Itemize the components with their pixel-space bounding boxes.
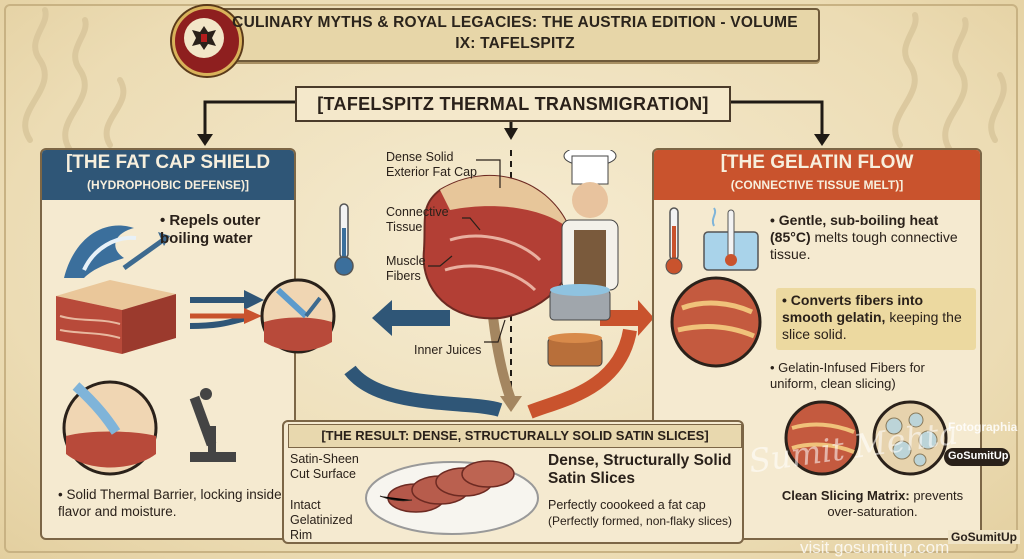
gelatin-bullet-converts-rest: keeping the slice solid. xyxy=(782,309,962,342)
gelatin-bullet-converts: • Converts fibers into smooth gelatin, k… xyxy=(782,292,974,343)
result-line-1: Perfectly coookeed a fat cap xyxy=(548,498,706,512)
watermark-url: visit gosumitup.com xyxy=(800,538,950,557)
center-illustration xyxy=(344,150,654,419)
magnified-fibers-icon xyxy=(670,276,762,368)
gelatin-matrix-rest: prevents over-saturation. xyxy=(827,488,964,519)
sliced-beef-plate-icon xyxy=(365,460,539,535)
wave-icon xyxy=(64,225,170,278)
gelatin-highlight-box xyxy=(776,288,976,350)
fat-cap-title: [THE FAT CAP SHIELD xyxy=(65,152,271,173)
gelatin-bullet-heat-bold: • Gentle, sub-boiling heat (85°C) xyxy=(770,212,939,245)
fat-cap-bullet-barrier: • Solid Thermal Barrier, locking inside … xyxy=(58,487,282,519)
label-muscle-fibers: Muscle Fibers xyxy=(386,254,426,283)
result-line-2: (Perfectly formed, non-flaky slices) xyxy=(548,514,733,528)
gelatin-matrix-bold: Clean Slicing Matrix: xyxy=(781,488,910,503)
thermometer-icon xyxy=(334,203,354,276)
label-satin-sheen: Satin-Sheen Cut Surface xyxy=(290,452,359,481)
section-header: [TAFELSPITZ THERMAL TRANSMIGRATION] xyxy=(295,86,731,122)
label-inner-juices: Inner Juices xyxy=(414,343,482,357)
slicing-matrix-icon xyxy=(784,400,948,476)
eagle-emblem-icon xyxy=(192,26,216,50)
watermark-brand-badge xyxy=(944,448,1010,466)
gelatin-matrix: Clean Slicing Matrix: prevents over-satu… xyxy=(770,488,975,520)
label-fat-cap: Dense Solid Exterior Fat Cap xyxy=(386,150,478,179)
fat-cap-bullet-repels: • Repels outer boiling water xyxy=(160,212,261,247)
gelatin-flow-subtitle: (CONNECTIVE TISSUE MELT)] xyxy=(730,178,904,192)
gelatin-bullet-heat: • Gentle, sub-boiling heat (85°C) melts … xyxy=(770,212,975,263)
page-border xyxy=(4,4,1018,553)
meat-block-icon xyxy=(56,280,264,354)
gelatin-flow-panel-header xyxy=(654,150,980,200)
watermark-brand-badge-text: GoSumitUp xyxy=(948,450,1009,462)
gelatin-bullet-heat-rest: melts tough connective tissue. xyxy=(770,229,958,262)
fat-cap-panel-header xyxy=(42,150,294,200)
gelatin-bullet-converts-bold: • Converts fibers into smooth gelatin, xyxy=(782,292,924,325)
result-heading: Dense, Structurally Solid Satin Slices xyxy=(548,452,732,487)
gelatin-bullet-fibers: • Gelatin-Infused Fibers for uniform, cl… xyxy=(770,360,925,391)
gelatin-flow-title: [THE GELATIN FLOW xyxy=(720,152,914,173)
watermark-brand: GoSumitUp xyxy=(948,530,1020,544)
water-barrier-icon xyxy=(62,380,236,476)
label-connective-tissue: Connective Tissue xyxy=(386,205,449,234)
label-gelatinized-rim: Intact Gelatinized Rim xyxy=(290,498,353,542)
fat-cap-subtitle: (HYDROPHOBIC DEFENSE)] xyxy=(86,178,249,192)
page-title: CULINARY MYTHS & ROYAL LEGACIES: THE AUS… xyxy=(232,14,798,52)
magnified-fat-cap-icon xyxy=(260,278,336,354)
title-banner xyxy=(196,8,820,62)
result-title: [THE RESULT: DENSE, STRUCTURALLY SOLID S… xyxy=(288,424,742,448)
water-bath-thermometer-icon xyxy=(665,207,759,275)
watermark-fotographia: Fotographia xyxy=(948,420,1018,434)
